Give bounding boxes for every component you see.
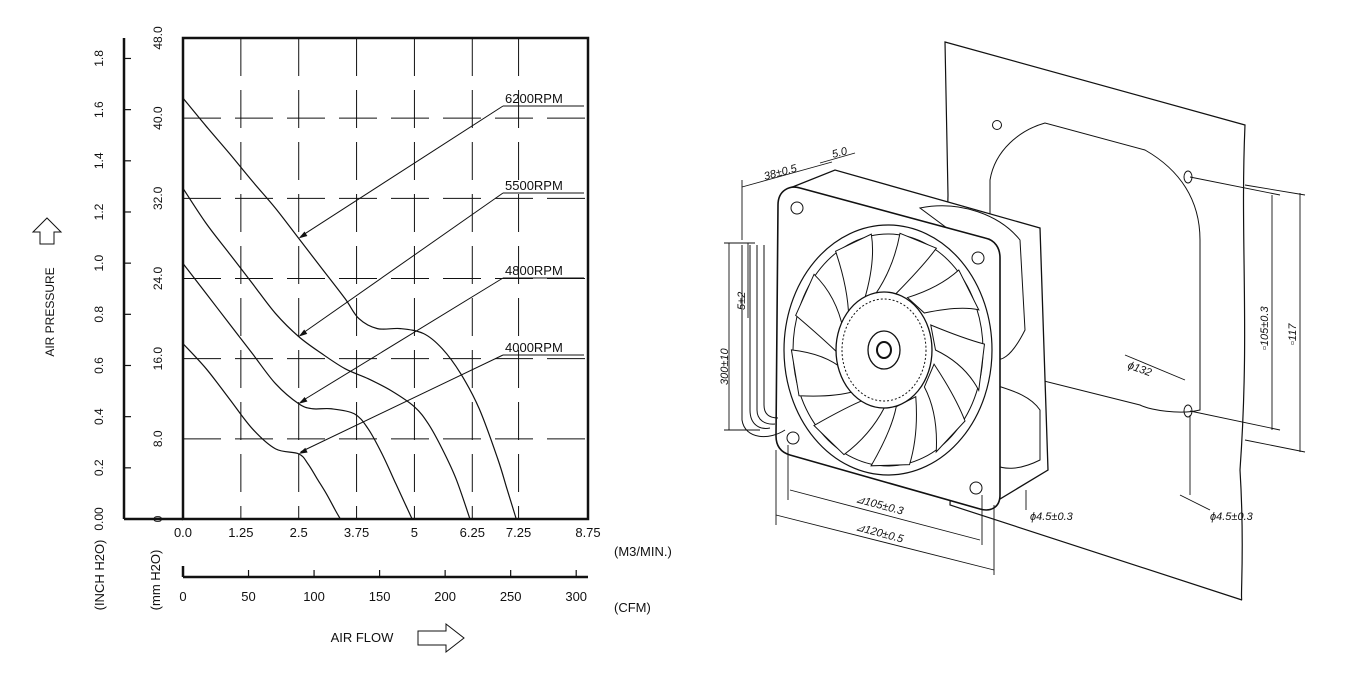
fan-blade bbox=[906, 269, 980, 314]
fan-blades bbox=[790, 232, 986, 467]
series-line-5500RPM bbox=[182, 187, 471, 520]
up-arrow-icon bbox=[31, 217, 63, 245]
inch-tick-label: 0.8 bbox=[92, 306, 106, 323]
mm-tick-labels: 0 8.0 16.0 24.0 32.0 40.0 48.0 bbox=[151, 26, 165, 522]
inch-tick-label: 0.6 bbox=[92, 357, 106, 374]
callout-leader-4800RPM bbox=[300, 277, 504, 403]
cfm-tick-label: 250 bbox=[500, 589, 522, 604]
panel-hole-top-left bbox=[992, 120, 1002, 130]
frame-hole-bottom-left bbox=[786, 431, 800, 445]
callout-leader-6200RPM bbox=[300, 105, 504, 237]
mm-tick-label: 40.0 bbox=[151, 106, 165, 130]
fan-hub-ring bbox=[841, 298, 927, 402]
inch-tick-label: 1.8 bbox=[92, 50, 106, 67]
dim-phi45-b: ϕ4.5±0.3 bbox=[1210, 511, 1254, 523]
frame-hole-top-right bbox=[971, 251, 985, 265]
callout-arrowhead-5500RPM bbox=[298, 329, 308, 337]
lead-wires bbox=[749, 245, 779, 429]
fan-blade bbox=[923, 363, 966, 454]
chart-curves bbox=[182, 97, 517, 520]
cfm-tick-label: 300 bbox=[565, 589, 587, 604]
dim-5-2: 5±2 bbox=[736, 292, 748, 310]
series-line-4000RPM bbox=[182, 343, 341, 520]
inch-tick-label: 0.2 bbox=[92, 459, 106, 476]
fan-hub bbox=[835, 291, 933, 409]
cfm-tick-label: 200 bbox=[434, 589, 456, 604]
mm-tick-label: 0 bbox=[151, 515, 165, 522]
fan-side-band-2 bbox=[994, 384, 1041, 469]
cfm-tick-label: 150 bbox=[369, 589, 391, 604]
dim-5: 5.0 bbox=[831, 145, 850, 161]
callout-leader-5500RPM bbox=[300, 192, 504, 336]
y-axis-mm-label: (mm H2O) bbox=[148, 550, 163, 611]
dim-38: 38±0.5 bbox=[763, 162, 799, 183]
cfm-tick-labels: 0 50 100 150 200 250 300 bbox=[179, 570, 587, 604]
fan-hub-spindle bbox=[876, 341, 892, 359]
m3-tick-label: 7.25 bbox=[506, 525, 531, 540]
x-unit-m3: (M3/MIN.) bbox=[614, 544, 672, 559]
inch-tick-label: 1.4 bbox=[92, 152, 106, 169]
x-title: AIR FLOW bbox=[331, 630, 395, 645]
fan-blade bbox=[813, 399, 886, 456]
fan-blade bbox=[874, 232, 938, 296]
dim-117: ▫117 bbox=[1287, 323, 1299, 345]
y-axis-inch-label: (INCH H2O) bbox=[92, 540, 107, 611]
m3-tick-label: 1.25 bbox=[228, 525, 253, 540]
x-unit-cfm: (CFM) bbox=[614, 600, 651, 615]
inch-tick-label: 1.6 bbox=[92, 101, 106, 118]
inch-tick-labels: 0.00 0.2 0.4 0.6 0.8 1.0 1.2 1.4 1.6 1.8 bbox=[92, 50, 131, 531]
fan-dimension-drawing: 38±0.5 5.0 5±2 300±10 ⊿105±0.3 ⊿120±0.5 … bbox=[719, 41, 1306, 601]
inch-tick-label: 0.4 bbox=[92, 408, 106, 425]
cfm-tick-label: 50 bbox=[241, 589, 255, 604]
callout-arrowhead-4800RPM bbox=[298, 396, 308, 404]
dim-105-bottom: ⊿105±0.3 bbox=[854, 493, 905, 517]
callout-arrowhead-6200RPM bbox=[298, 231, 308, 239]
series-label-4800RPM: 4800RPM bbox=[505, 263, 563, 278]
mm-tick-label: 24.0 bbox=[151, 266, 165, 290]
m3-tick-label: 0.0 bbox=[174, 525, 192, 540]
wire-bundle bbox=[741, 245, 786, 438]
plot-frame bbox=[181, 36, 590, 521]
dim-120: ⊿120±0.5 bbox=[854, 521, 905, 545]
fan-blade bbox=[930, 324, 986, 392]
dim-105-vertical: ▫105±0.3 bbox=[1259, 306, 1271, 350]
frame-hole-bottom-right bbox=[969, 481, 983, 495]
fan-blade bbox=[870, 395, 917, 467]
m3-tick-label: 3.75 bbox=[344, 525, 369, 540]
series-line-6200RPM bbox=[182, 97, 517, 520]
inch-tick-label: 0.00 bbox=[92, 507, 106, 531]
m3-tick-labels: 0.0 1.25 2.5 3.75 5 6.25 7.25 8.75 bbox=[174, 525, 601, 540]
inch-tick-label: 1.0 bbox=[92, 254, 106, 271]
inch-tick-label: 1.2 bbox=[92, 203, 106, 220]
series-label-4000RPM: 4000RPM bbox=[505, 340, 563, 355]
series-line-4800RPM bbox=[182, 263, 413, 520]
callout-leader-4000RPM bbox=[300, 354, 504, 453]
mm-tick-label: 32.0 bbox=[151, 186, 165, 210]
m3-tick-label: 6.25 bbox=[460, 525, 485, 540]
cfm-tick-label: 100 bbox=[303, 589, 325, 604]
dimension-lines bbox=[724, 152, 1306, 575]
right-arrow-icon bbox=[417, 622, 465, 654]
dim-300: 300±10 bbox=[719, 347, 731, 385]
series-callouts: 6200RPM 5500RPM 4800RPM 4000RPM bbox=[298, 91, 584, 454]
m3-tick-label: 2.5 bbox=[290, 525, 308, 540]
fan-blade bbox=[790, 349, 856, 397]
m3-tick-label: 5 bbox=[411, 525, 418, 540]
m3-tick-label: 8.75 bbox=[575, 525, 600, 540]
callout-arrowhead-4000RPM bbox=[298, 447, 308, 454]
series-label-6200RPM: 6200RPM bbox=[505, 91, 563, 106]
fan-hub-center bbox=[867, 330, 901, 370]
series-label-5500RPM: 5500RPM bbox=[505, 178, 563, 193]
mm-tick-label: 16.0 bbox=[151, 347, 165, 371]
mm-tick-label: 48.0 bbox=[151, 26, 165, 50]
cfm-tick-label: 0 bbox=[179, 589, 186, 604]
frame-hole-top-left bbox=[790, 201, 804, 215]
fan-venturi-outer bbox=[783, 224, 993, 476]
pq-chart: 0.000.20.40.60.81.01.21.41.61.8 08.016.0… bbox=[31, 26, 672, 654]
mm-tick-label: 8.0 bbox=[151, 430, 165, 447]
y-title: AIR PRESSURE bbox=[43, 267, 57, 356]
fan-blade bbox=[795, 273, 844, 357]
dim-phi45-a: ϕ4.5±0.3 bbox=[1030, 511, 1074, 523]
